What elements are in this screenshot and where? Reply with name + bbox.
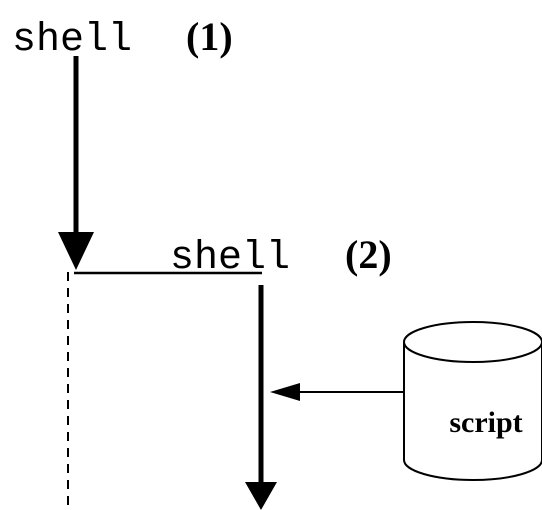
cylinder-body [403,342,542,481]
process-2-arrow [245,285,277,510]
script-input-arrow [270,383,404,401]
process-2-name: shell [170,236,290,281]
process-2-arrow-head [245,482,277,510]
script-label: script [449,406,522,439]
process-2-number: (2) [345,232,392,277]
script-input-arrow-head [270,383,300,401]
process-1-label: shell (1) [12,14,233,63]
process-1-name: shell [12,18,132,63]
process-1-arrow [58,56,94,270]
script-file-cylinder: script [403,321,542,481]
process-1-number: (1) [186,14,233,59]
process-2-label: shell (2) [170,232,392,281]
cylinder-top [403,321,542,363]
process-1-arrow-head [58,232,94,270]
